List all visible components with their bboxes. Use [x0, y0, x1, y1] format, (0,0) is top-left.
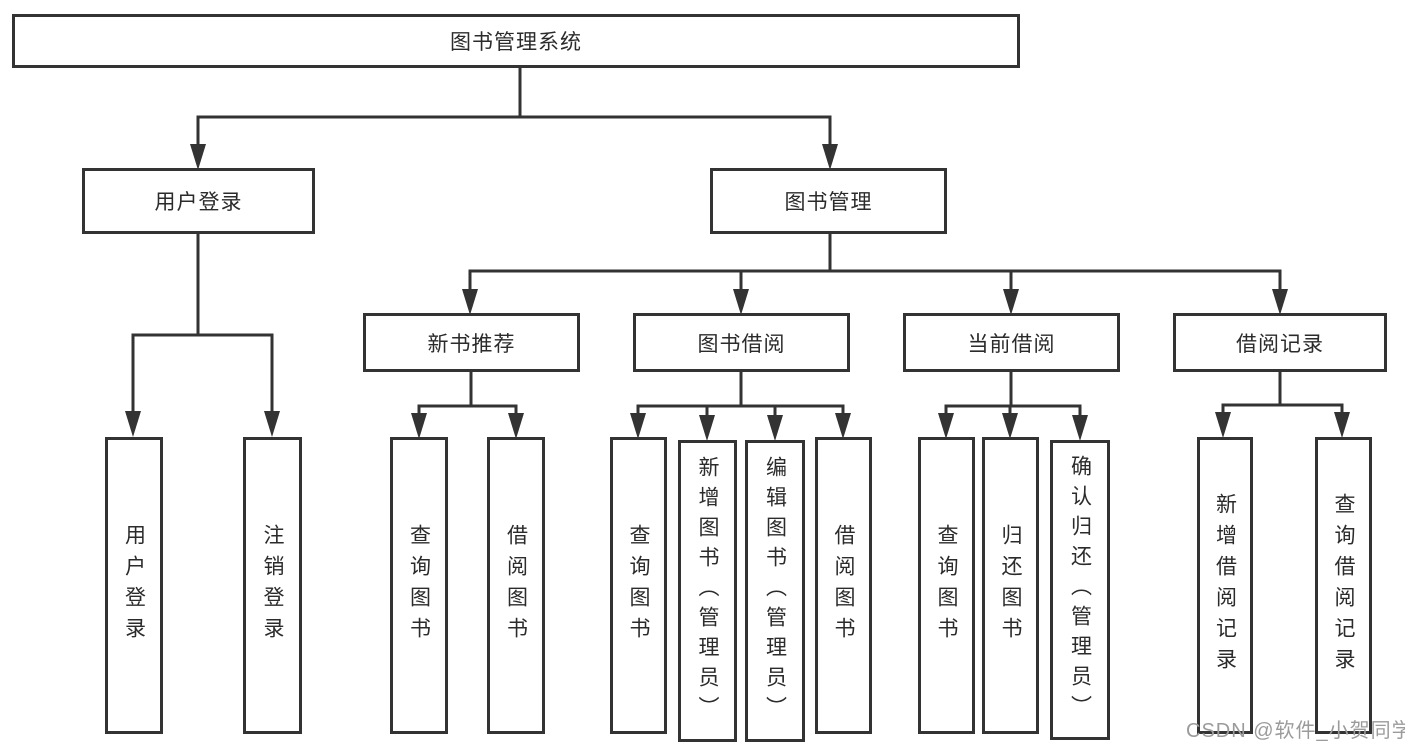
- node-new-book-recommend-label: 新书推荐: [427, 332, 516, 356]
- node-user-login-label: 用户登录: [154, 191, 243, 214]
- node-book-management: 图书管理: [710, 168, 947, 234]
- leaf-borrow-query-book: 查询图书: [610, 437, 667, 734]
- leaf-user-login: 用户登录: [105, 437, 163, 734]
- arrowheads: [125, 144, 1350, 441]
- leaf-confirm-return-admin: 确认归还（管理员）: [1050, 440, 1110, 740]
- node-root-label: 图书管理系统: [450, 31, 582, 54]
- csdn-watermark: CSDN @软件_小贺同学: [1186, 720, 1405, 742]
- node-book-borrow-label: 图书借阅: [697, 332, 786, 356]
- node-borrow-record-label: 借阅记录: [1236, 332, 1324, 356]
- leaf-return-book: 归还图书: [982, 437, 1039, 734]
- node-book-borrow: 图书借阅: [633, 313, 850, 372]
- leaf-add-book-admin: 新增图书（管理员）: [678, 440, 737, 742]
- leaf-current-query-book: 查询图书: [918, 437, 975, 734]
- leaf-recommend-query-book: 查询图书: [390, 437, 448, 734]
- leaf-recommend-borrow-book: 借阅图书: [487, 437, 545, 734]
- node-current-borrow: 当前借阅: [903, 313, 1120, 372]
- node-user-login: 用户登录: [82, 168, 315, 234]
- node-current-borrow-label: 当前借阅: [967, 332, 1056, 356]
- leaf-borrow-book: 借阅图书: [815, 437, 872, 734]
- leaf-query-borrow-record: 查询借阅记录: [1315, 437, 1372, 734]
- leaf-logout: 注销登录: [243, 437, 302, 734]
- node-root: 图书管理系统: [12, 14, 1020, 68]
- node-borrow-record: 借阅记录: [1173, 313, 1387, 372]
- node-book-management-label: 图书管理: [784, 191, 873, 214]
- leaf-edit-book-admin: 编辑图书（管理员）: [745, 440, 805, 742]
- node-new-book-recommend: 新书推荐: [363, 313, 580, 372]
- leaf-add-borrow-record: 新增借阅记录: [1197, 437, 1253, 734]
